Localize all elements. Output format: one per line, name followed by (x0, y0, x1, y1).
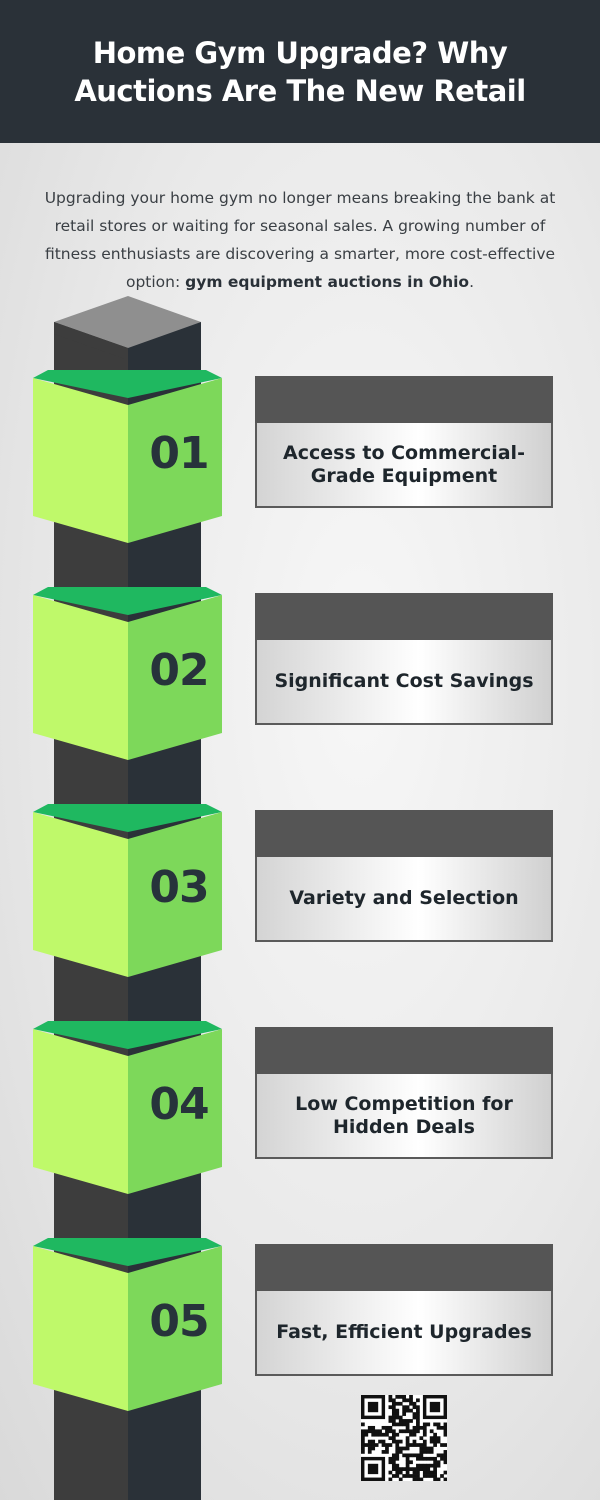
block-top-edge (33, 1021, 222, 1049)
card-body: Variety and Selection (255, 857, 553, 942)
card-body: Access to Commercial-Grade Equipment (255, 423, 553, 508)
step-block-2 (33, 587, 222, 760)
step-number-4: 04 (149, 1079, 209, 1130)
block-top-edge (33, 1238, 222, 1266)
step-number-2: 02 (149, 645, 209, 696)
block-top-edge (33, 370, 222, 398)
step-label-1: Access to Commercial-Grade Equipment (283, 441, 525, 487)
block-side-face (128, 595, 222, 760)
block-top-edge (33, 587, 222, 615)
step-number-5: 05 (149, 1296, 209, 1347)
step-label-3: Variety and Selection (289, 887, 519, 909)
block-group (33, 370, 222, 1411)
step-label-2: Significant Cost Savings (274, 670, 534, 692)
step-card-2: Significant Cost Savings (255, 593, 553, 727)
intro-paragraph: Upgrading your home gym no longer means … (38, 184, 562, 296)
step-block-3 (33, 804, 222, 977)
intro-text-end: . (469, 272, 475, 291)
block-side-face (128, 1246, 222, 1411)
block-top-edge (33, 804, 222, 832)
block-front-face (33, 1246, 128, 1411)
block-side-face (128, 1029, 222, 1194)
step-card-3: Variety and Selection (255, 810, 553, 944)
header-banner: Home Gym Upgrade? Why Auctions Are The N… (0, 0, 600, 143)
block-side-face (128, 812, 222, 977)
intro-text: Upgrading your home gym no longer means … (44, 188, 556, 291)
step-label-4: Low Competition for Hidden Deals (295, 1092, 513, 1138)
qr-code-icon (361, 1395, 448, 1482)
card-body: Fast, Efficient Upgrades (255, 1291, 553, 1376)
block-front-face (33, 1029, 128, 1194)
step-number-3: 03 (149, 862, 209, 913)
block-side-face (128, 378, 222, 543)
card-header-bar (255, 593, 553, 640)
step-card-4: Low Competition for Hidden Deals (255, 1027, 553, 1161)
step-number-1: 01 (149, 428, 209, 479)
step-block-1 (33, 370, 222, 543)
step-card-5: Fast, Efficient Upgrades (255, 1244, 553, 1378)
step-block-4 (33, 1021, 222, 1194)
block-front-face (33, 812, 128, 977)
card-header-bar (255, 1027, 553, 1074)
card-header-bar (255, 1244, 553, 1291)
pillar-cap-shade (54, 322, 128, 360)
step-card-1: Access to Commercial-Grade Equipment (255, 376, 553, 510)
card-header-bar (255, 810, 553, 857)
qr-code-graphic (361, 1395, 448, 1482)
block-front-face (33, 595, 128, 760)
card-header-bar (255, 376, 553, 423)
step-block-5 (33, 1238, 222, 1411)
page-title: Home Gym Upgrade? Why Auctions Are The N… (74, 35, 526, 108)
pillar-cap (54, 296, 201, 348)
intro-highlight: gym equipment auctions in Ohio (185, 272, 470, 291)
card-body: Low Competition for Hidden Deals (255, 1074, 553, 1159)
block-front-face (33, 378, 128, 543)
step-label-5: Fast, Efficient Upgrades (276, 1321, 532, 1343)
card-body: Significant Cost Savings (255, 640, 553, 725)
